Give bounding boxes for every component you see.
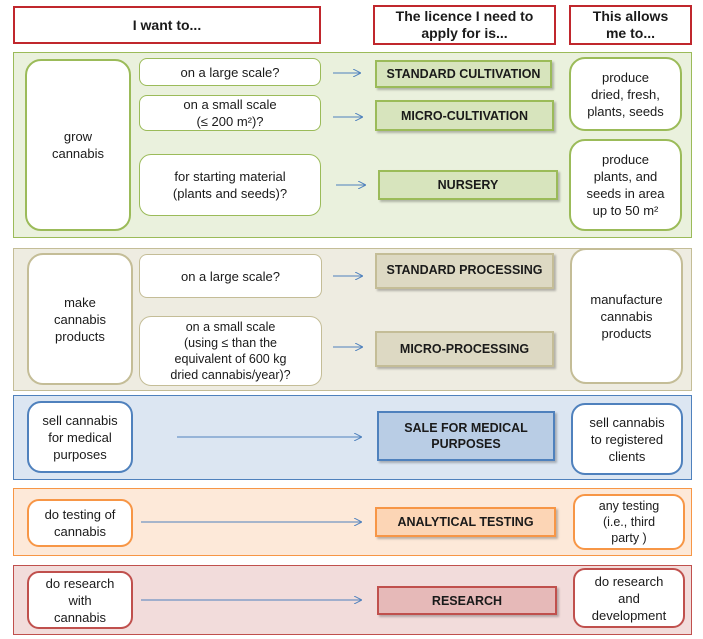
activity-do-research: do research with cannabis [27,571,133,629]
licence-sale-medical: SALE FOR MEDICAL PURPOSES [377,411,555,461]
licence-research: RESEARCH [377,586,557,615]
activity-grow-cannabis: grow cannabis [25,59,131,231]
allows-manufacture-products: manufacture cannabis products [570,248,683,384]
licence-micro-cultivation: MICRO-CULTIVATION [375,100,554,131]
activity-make-cannabis-products: make cannabis products [27,253,133,385]
licence-micro-processing: MICRO-PROCESSING [375,331,554,367]
header-licence-needed: The licence I need to apply for is... [373,5,556,45]
allows-produce-dried-fresh: produce dried, fresh, plants, seeds [569,57,682,131]
option-starting-material: for starting material (plants and seeds)… [139,154,321,216]
header-this-allows: This allows me to... [569,5,692,45]
option-small-scale-cultivation: on a small scale (≤ 200 m²)? [139,95,321,131]
option-small-scale-processing: on a small scale (using ≤ than the equiv… [139,316,322,386]
licence-standard-cultivation: STANDARD CULTIVATION [375,60,552,88]
licence-standard-processing: STANDARD PROCESSING [375,253,554,289]
option-large-scale-cultivation: on a large scale? [139,58,321,86]
allows-sell-to-clients: sell cannabis to registered clients [571,403,683,475]
option-large-scale-processing: on a large scale? [139,254,322,298]
allows-any-testing: any testing (i.e., third party ) [573,494,685,550]
activity-do-testing: do testing of cannabis [27,499,133,547]
licence-nursery: NURSERY [378,170,558,200]
activity-sell-cannabis: sell cannabis for medical purposes [27,401,133,473]
header-i-want-to: I want to... [13,6,321,44]
allows-research-development: do research and development [573,568,685,628]
licence-analytical-testing: ANALYTICAL TESTING [375,507,556,537]
allows-produce-plants-seeds: produce plants, and seeds in area up to … [569,139,682,231]
